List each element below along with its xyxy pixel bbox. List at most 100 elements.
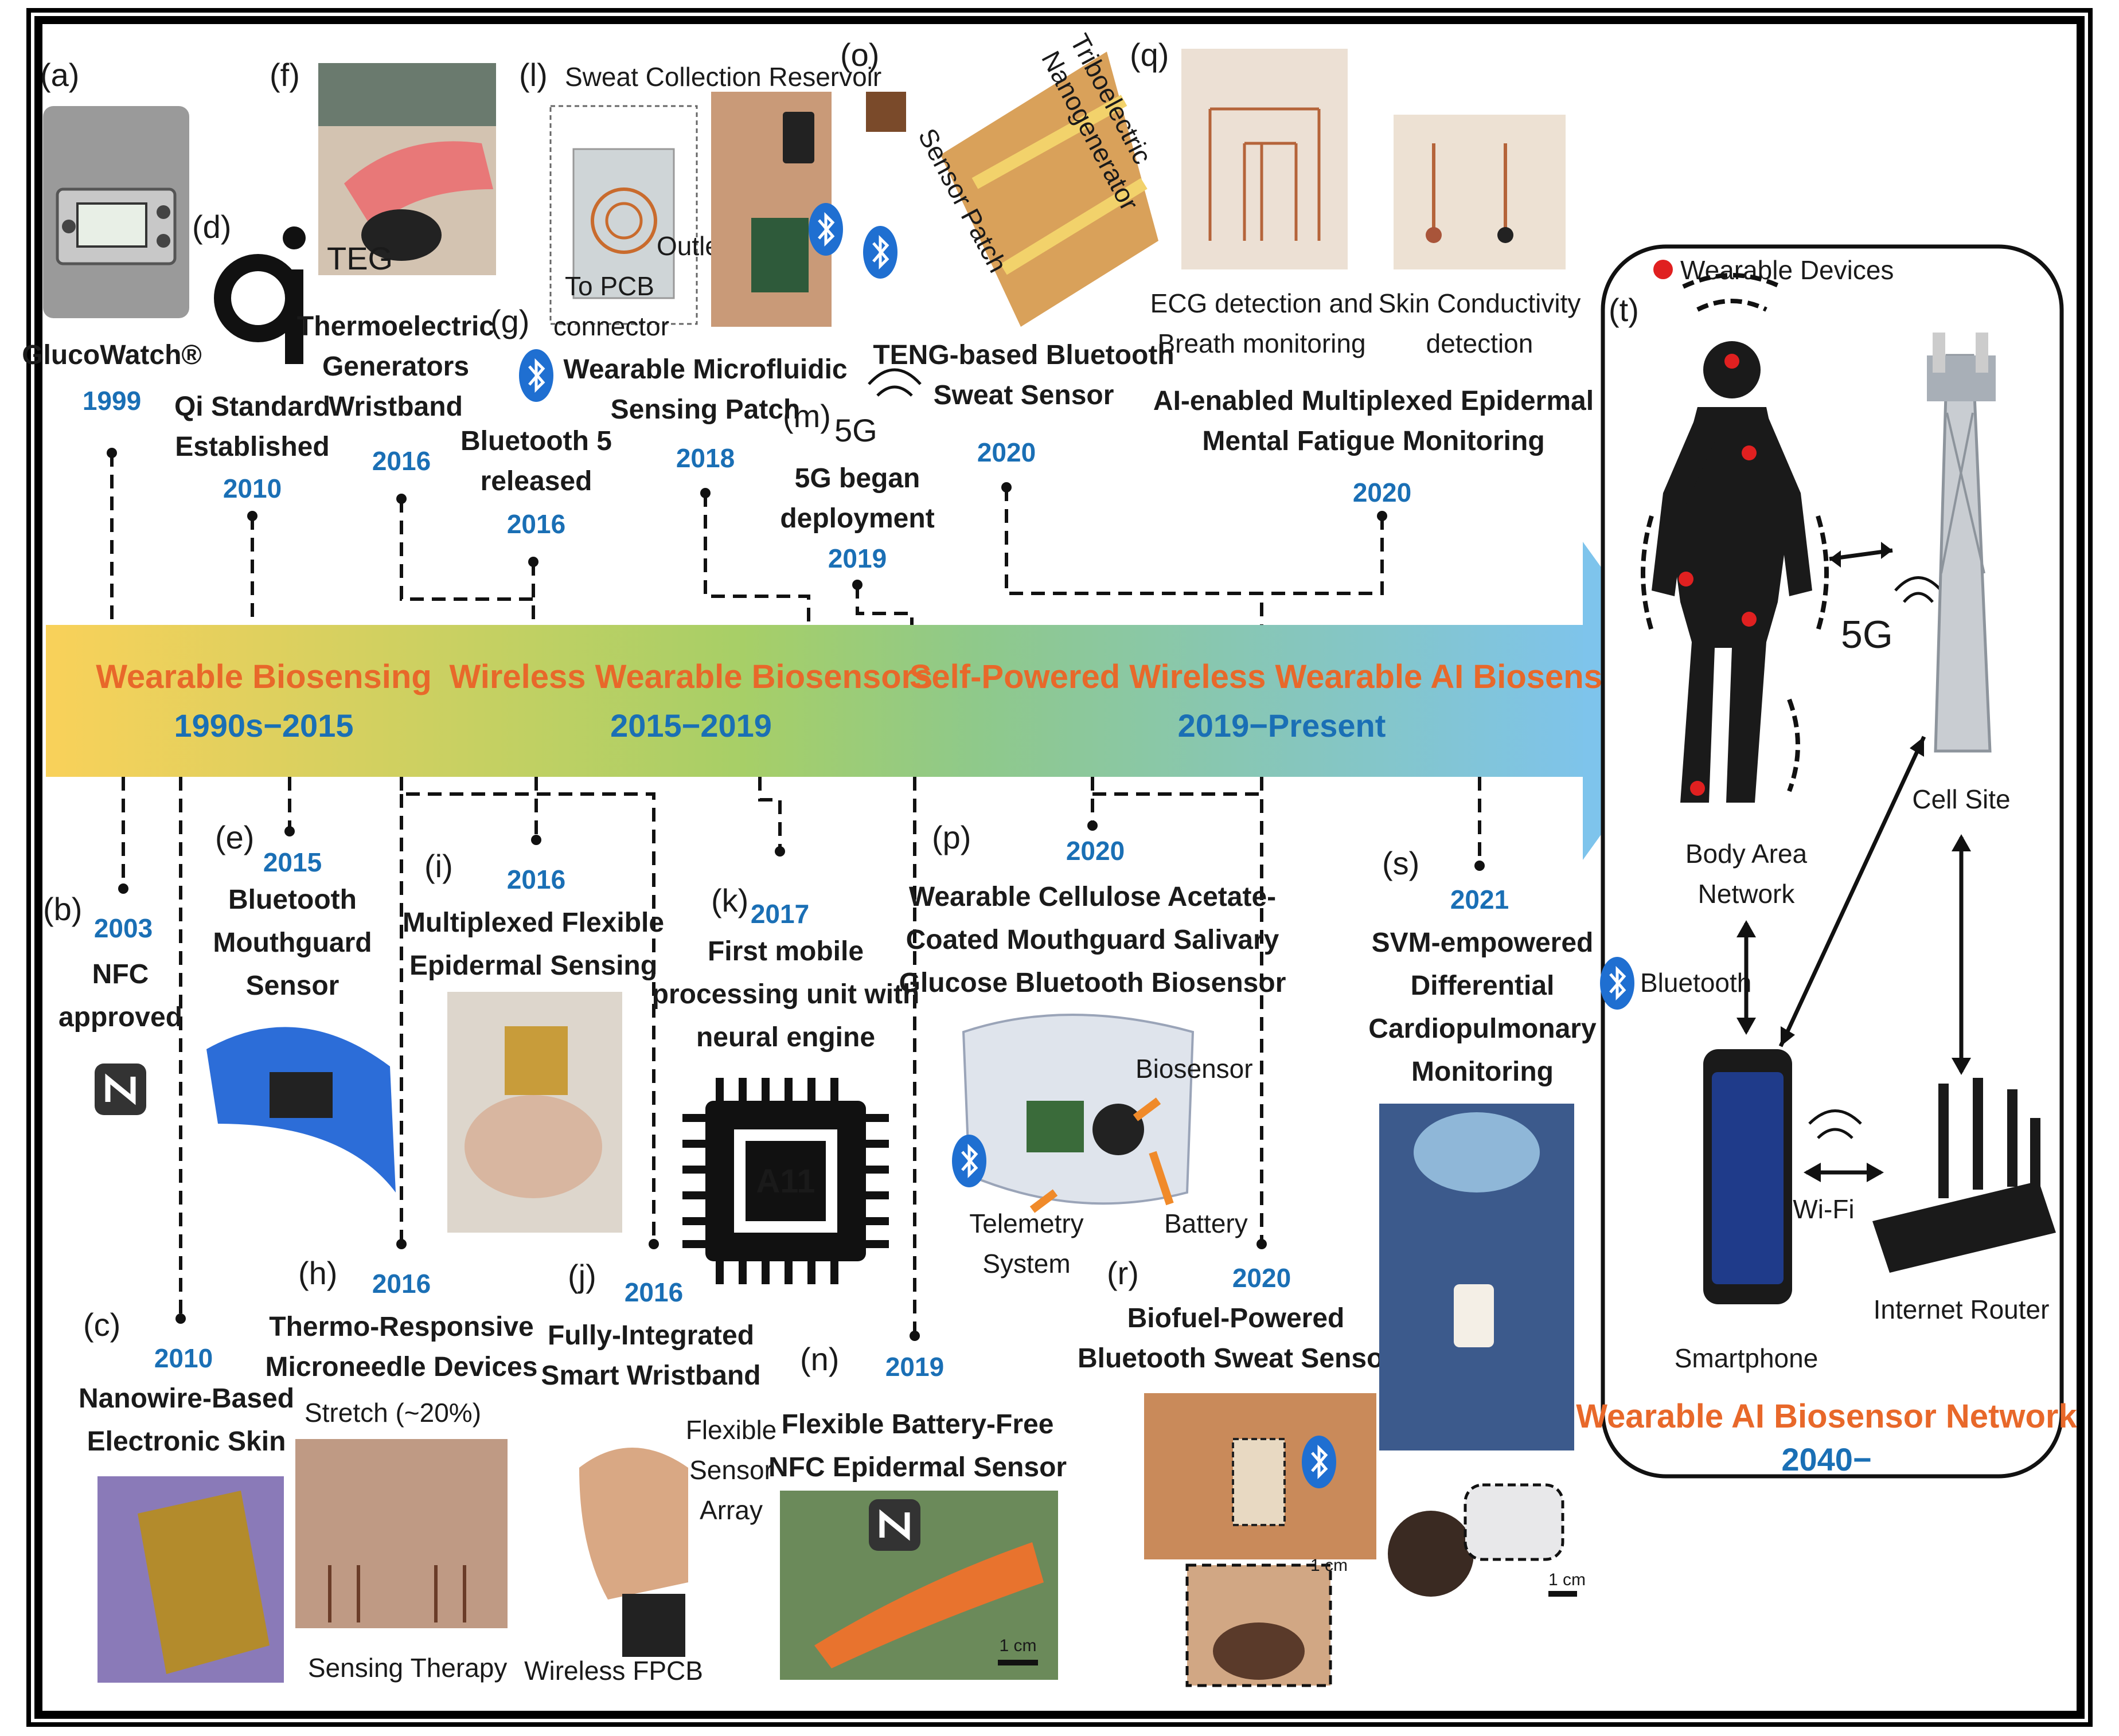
item-h-microneedle: (h) 2016 Thermo-Responsive Microneedle D… xyxy=(266,1255,538,1683)
caption-f-2: Generators xyxy=(322,351,469,382)
year-q: 2020 xyxy=(1353,478,1411,507)
ban-label-1: Body Area xyxy=(1685,839,1808,869)
caption-c-2: Electronic Skin xyxy=(87,1426,286,1457)
item-n-nfc-epidermal: (n) 2019 Flexible Battery-Free NFC Epide… xyxy=(768,1341,1067,1680)
item-j-wristband: (j) 2016 Fully-Integrated Smart Wristban… xyxy=(524,1258,776,1686)
bluetooth-icon xyxy=(1302,1436,1336,1488)
year-g: 2016 xyxy=(507,509,565,539)
year-d: 2010 xyxy=(223,474,282,503)
letter-n: (n) xyxy=(800,1341,839,1377)
item-i-multiplexed: (i) 2016 Multiplexed Flexible Epidermal … xyxy=(403,848,664,1233)
letter-h: (h) xyxy=(298,1255,337,1291)
flex-label-2: Sensor xyxy=(689,1455,773,1485)
caption-o-2: Sweat Sensor xyxy=(934,380,1114,410)
letter-t: (t) xyxy=(1609,292,1639,328)
caption-f-1: Thermoelectric xyxy=(297,311,494,342)
ecg-label-1: ECG detection and xyxy=(1150,288,1373,318)
timeline-arrow xyxy=(46,542,1697,860)
item-l-microfluidic: (l) Sweat Collection Reservoir Outlet To… xyxy=(519,57,881,473)
item-o-teng: (o) Sensor Patch Triboelectric Nanogener… xyxy=(840,29,1174,467)
letter-f: (f) xyxy=(270,57,300,93)
caption-l-1: Wearable Microfluidic xyxy=(563,354,847,385)
item-p-cellulose: (p) 2020 Wearable Cellulose Acetate- Coa… xyxy=(899,819,1286,1278)
skin-label-1: Skin Conductivity xyxy=(1379,288,1581,318)
era-3-years: 2019−Present xyxy=(1178,707,1386,744)
five-g-label: 5G xyxy=(1841,613,1893,656)
year-f: 2016 xyxy=(372,446,431,476)
year-s: 2021 xyxy=(1450,885,1509,914)
caption-q-1: AI-enabled Multiplexed Epidermal xyxy=(1153,386,1594,416)
letter-e: (e) xyxy=(215,819,254,855)
caption-i-1: Multiplexed Flexible xyxy=(403,908,664,938)
scale-n: 1 cm xyxy=(999,1636,1036,1655)
telemetry-label-1: Telemetry xyxy=(969,1209,1083,1238)
bluetooth-icon xyxy=(519,349,553,402)
caption-h-2: Microneedle Devices xyxy=(266,1352,538,1382)
year-l: 2018 xyxy=(676,443,735,473)
cell-site-label: Cell Site xyxy=(1912,784,2010,814)
letter-g: (g) xyxy=(490,303,529,339)
wristband-fist-photo xyxy=(579,1448,688,1600)
letter-b: (b) xyxy=(43,891,82,927)
letter-d: (d) xyxy=(192,209,231,245)
router-icon xyxy=(1872,1078,2056,1273)
caption-m-1: 5G began xyxy=(795,463,920,494)
nfc-icon xyxy=(95,1064,146,1115)
item-b-nfc: (b) 2003 NFC approved xyxy=(43,891,182,1115)
year-a: 1999 xyxy=(83,386,141,416)
qi-logo-icon xyxy=(214,226,306,364)
item-f-teg: (f) TEG Thermoelectric Generators Wristb… xyxy=(270,57,496,476)
year-j: 2016 xyxy=(625,1277,683,1307)
year-p: 2020 xyxy=(1066,836,1125,866)
cell-tower-icon xyxy=(1927,333,1996,753)
biosensor-label: Biosensor xyxy=(1135,1054,1253,1084)
sensing-label: Sensing xyxy=(308,1653,403,1683)
bluetooth-label: Bluetooth xyxy=(1640,968,1751,998)
letter-s: (s) xyxy=(1382,845,1419,881)
year-h: 2016 xyxy=(372,1269,431,1299)
letter-k: (k) xyxy=(711,882,748,918)
pcb-label-2: connector xyxy=(553,311,669,341)
letter-m: (m) xyxy=(783,398,831,434)
caption-g-1: Bluetooth 5 xyxy=(461,426,612,456)
microfluidic-patch-photo xyxy=(572,148,675,299)
chip-label: A11 xyxy=(756,1163,815,1200)
teng-patch-photo xyxy=(941,52,1158,327)
legend-wearable-devices: Wearable Devices xyxy=(1680,255,1894,285)
item-g-bluetooth5: (g) Bluetooth 5 released 2016 xyxy=(461,303,612,539)
ecg-label-2: Breath monitoring xyxy=(1157,329,1365,358)
year-o: 2020 xyxy=(977,437,1036,467)
caption-e-2: Mouthguard xyxy=(213,928,372,958)
caption-p-1: Wearable Cellulose Acetate- xyxy=(909,882,1276,912)
caption-e-1: Bluetooth xyxy=(228,885,357,915)
era-1-title: Wearable Biosensing xyxy=(96,658,432,695)
year-n: 2019 xyxy=(885,1352,944,1382)
caption-f-3: Wristband xyxy=(329,392,463,422)
year-b: 2003 xyxy=(94,913,153,943)
microneedle-photo xyxy=(295,1439,508,1628)
caption-b-1: NFC xyxy=(92,959,149,990)
year-i: 2016 xyxy=(507,865,565,894)
letter-r: (r) xyxy=(1107,1255,1139,1291)
caption-s-3: Cardiopulmonary xyxy=(1368,1014,1597,1044)
caption-i-2: Epidermal Sensing xyxy=(409,951,657,981)
body-figure xyxy=(1652,341,1812,803)
network-panel: (t) Wearable Devices 5G xyxy=(1576,244,2077,1479)
network-title: Wearable AI Biosensor Network xyxy=(1576,1398,2077,1435)
caption-a: GlucoWatch® xyxy=(22,340,202,370)
caption-m-2: deployment xyxy=(780,503,934,534)
year-k: 2017 xyxy=(751,899,809,929)
caption-g-2: released xyxy=(481,466,592,496)
ecg-electrode-photo xyxy=(1181,49,1348,269)
chip-icon xyxy=(682,1078,889,1284)
item-d-qi: (d) Qi Standard Established 2010 xyxy=(174,209,330,503)
caption-k-3: neural engine xyxy=(696,1022,875,1053)
bluetooth-icon xyxy=(809,203,843,256)
year-e: 2015 xyxy=(263,847,322,877)
nfc-icon xyxy=(869,1499,920,1551)
letter-a: (a) xyxy=(40,57,79,93)
caption-l-2: Sensing Patch xyxy=(611,394,801,425)
bluetooth-icon xyxy=(863,226,897,279)
skin-electrode-photo xyxy=(1394,115,1566,269)
flex-label-3: Array xyxy=(700,1495,763,1525)
